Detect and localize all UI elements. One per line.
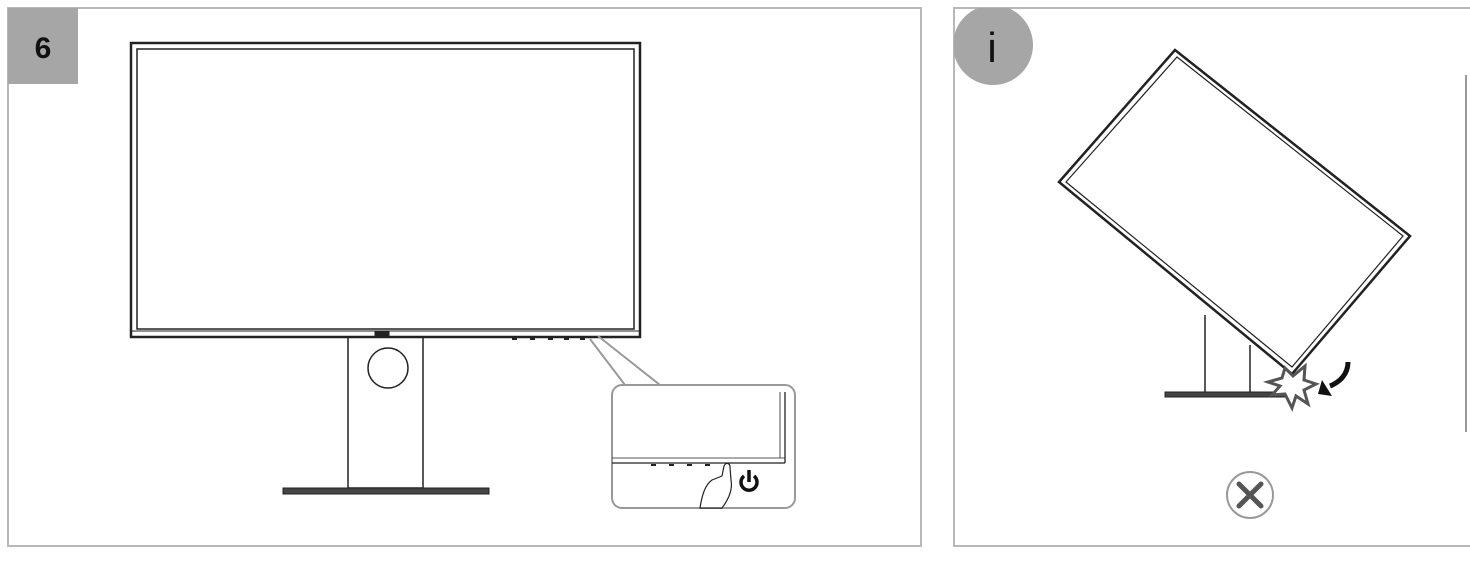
step-badge — [8, 8, 78, 84]
cross-circle-icon — [1226, 471, 1274, 519]
collision-burst-icon — [1262, 362, 1320, 412]
info-badge-text: i — [987, 24, 996, 71]
info-badge — [954, 8, 1033, 85]
monitor-rotated — [1057, 48, 1412, 398]
monitor-buttons — [512, 338, 585, 340]
step-number: 6 — [35, 32, 52, 65]
monitor-screen — [136, 48, 635, 330]
monitor-bezel — [129, 41, 642, 339]
left-panel: 6 — [7, 7, 922, 547]
cable-hole — [367, 347, 409, 389]
right-panel-frame — [953, 7, 1470, 547]
monitor-front — [129, 41, 642, 495]
monitor-stand-base — [282, 487, 490, 495]
callout-magnifier — [589, 335, 796, 509]
power-icon — [739, 470, 759, 492]
rotation-arrow-icon — [1318, 361, 1351, 396]
dell-logo — [374, 330, 390, 338]
right-panel: i — [953, 7, 1470, 547]
monitor-stand-neck — [347, 336, 424, 489]
left-panel-frame — [7, 7, 922, 547]
pressing-finger-icon — [699, 462, 733, 509]
